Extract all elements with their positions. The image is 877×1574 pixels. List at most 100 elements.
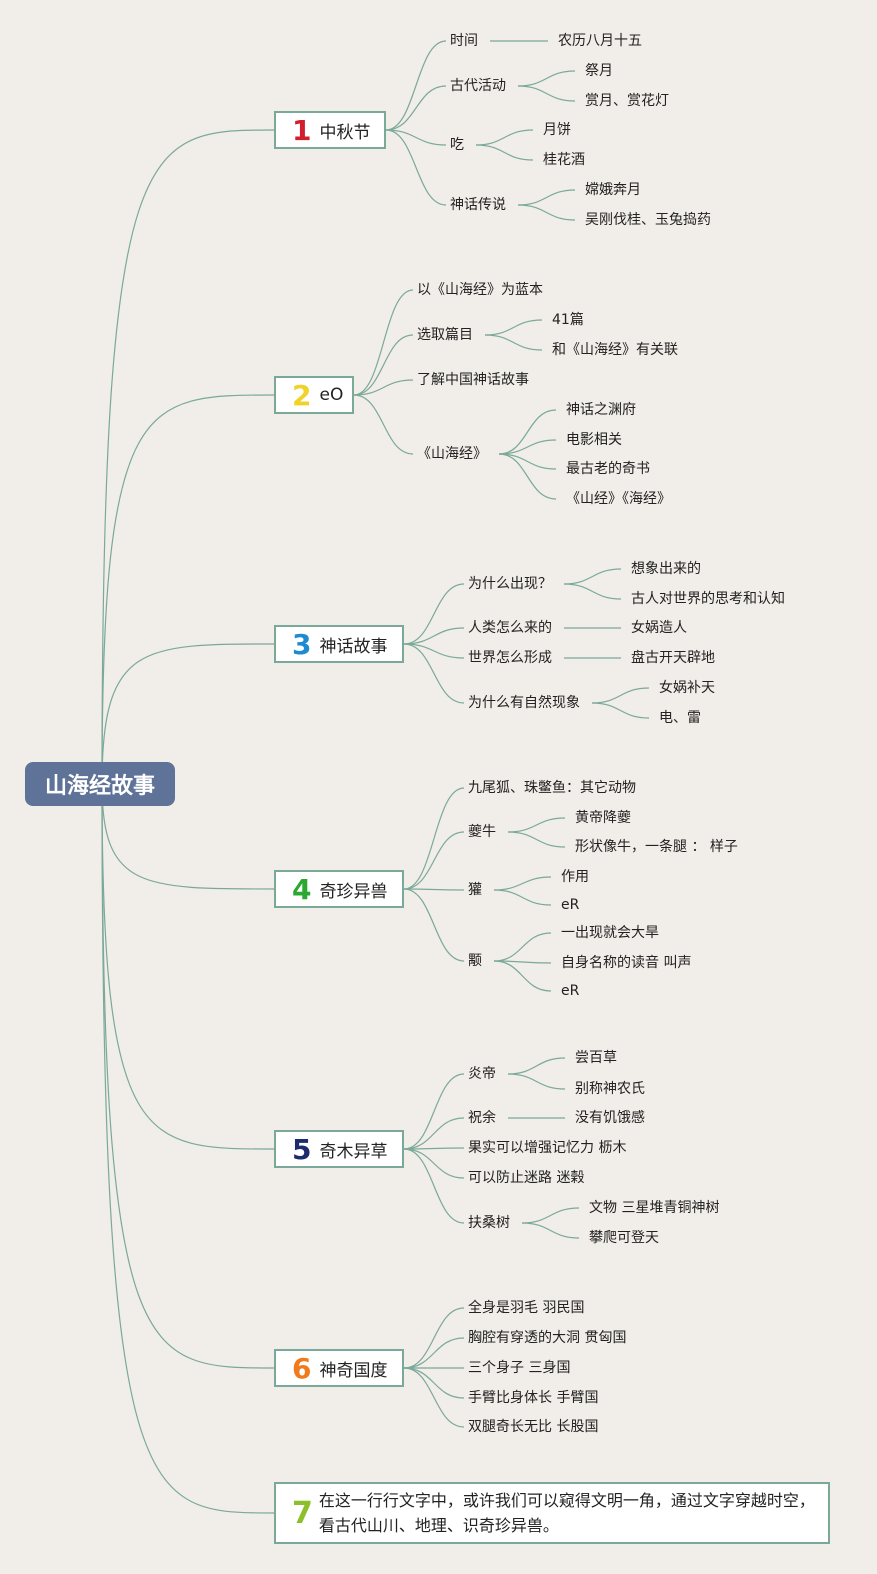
leaf-node[interactable]: 古人对世界的思考和认知	[631, 591, 785, 607]
leaf-node[interactable]: 文物 三星堆青铜神树	[589, 1200, 720, 1216]
connector	[493, 960, 552, 992]
leaf-node[interactable]: eR	[561, 897, 580, 913]
leaf-node[interactable]: 想象出来的	[631, 561, 701, 577]
branch-7-summary[interactable]: 7 在这一行行文字中，或许我们可以窥得文明一角，通过文字穿越时空，看古代山川、地…	[274, 1482, 830, 1544]
leaf-node[interactable]: 41篇	[552, 312, 584, 328]
subtopic-node[interactable]: 选取篇目	[417, 327, 473, 343]
leaf-node[interactable]: 赏月、赏花灯	[585, 93, 669, 109]
connector	[521, 1222, 580, 1239]
subtopic-node[interactable]: 祝余	[468, 1110, 496, 1126]
subtopic-node[interactable]: 獾	[468, 882, 482, 898]
subtopic-node[interactable]: 手臂比身体长 手臂国	[468, 1390, 599, 1406]
leaf-node[interactable]: 电影相关	[566, 432, 622, 448]
subtopic-node[interactable]: 三个身子 三身国	[468, 1360, 571, 1376]
connector	[403, 831, 465, 890]
subtopic-node[interactable]: 古代活动	[450, 78, 506, 94]
branch-label: eO	[319, 385, 344, 405]
connector	[498, 453, 557, 470]
leaf-node[interactable]: 作用	[561, 869, 589, 885]
subtopic-node[interactable]: 可以防止迷路 迷榖	[468, 1170, 585, 1186]
subtopic-node[interactable]: 《山海经》	[417, 446, 487, 462]
leaf-node[interactable]: 没有饥饿感	[575, 1110, 645, 1126]
connector	[498, 409, 557, 455]
leaf-node[interactable]: 祭月	[585, 63, 613, 79]
subtopic-node[interactable]: 神话传说	[450, 197, 506, 213]
leaf-node[interactable]: 女娲补天	[659, 680, 715, 696]
leaf-node[interactable]: 和《山海经》有关联	[552, 342, 678, 358]
subtopic-node[interactable]: 时间	[450, 33, 478, 49]
leaf-node[interactable]: 自身名称的读音 叫声	[561, 955, 692, 971]
leaf-node[interactable]: 月饼	[543, 122, 571, 138]
leaf-node[interactable]: 盘古开天辟地	[631, 650, 715, 666]
branch-number: 6	[292, 1351, 312, 1385]
connector	[484, 319, 543, 336]
leaf-node[interactable]: 尝百草	[575, 1050, 617, 1066]
root-connector	[101, 394, 275, 785]
leaf-node[interactable]: 别称神农氏	[575, 1081, 645, 1097]
leaf-node[interactable]: 电、雷	[659, 710, 701, 726]
root-connector	[101, 643, 275, 785]
connector	[403, 1073, 465, 1150]
subtopic-node[interactable]: 胸腔有穿透的大洞 贯匈国	[468, 1330, 627, 1346]
leaf-node[interactable]: 桂花酒	[543, 152, 585, 168]
connector	[475, 129, 534, 146]
subtopic-node[interactable]: 人类怎么来的	[468, 620, 552, 636]
root-node[interactable]: 山海经故事	[25, 762, 175, 806]
leaf-node[interactable]: eR	[561, 983, 580, 999]
leaf-node[interactable]: 农历八月十五	[558, 33, 642, 49]
connector	[493, 876, 552, 891]
leaf-node[interactable]: 一出现就会大旱	[561, 925, 659, 941]
subtopic-node[interactable]: 吃	[450, 137, 464, 153]
leaf-node[interactable]: 黄帝降夔	[575, 810, 631, 826]
leaf-node[interactable]: 《山经》《海经》	[566, 491, 671, 507]
branch-label: 中秋节	[319, 122, 371, 143]
leaf-node[interactable]: 吴刚伐桂、玉兔捣药	[585, 212, 711, 228]
connector	[403, 627, 465, 645]
connector	[507, 1057, 566, 1075]
leaf-node[interactable]: 攀爬可登天	[589, 1230, 659, 1246]
branch-number: 3	[292, 627, 312, 661]
connector	[353, 334, 414, 396]
leaf-node[interactable]: 女娲造人	[631, 620, 687, 636]
connector	[403, 1148, 465, 1179]
root-connector	[101, 129, 275, 785]
subtopic-node[interactable]: 了解中国神话故事	[417, 372, 529, 388]
connector	[403, 888, 465, 891]
connector	[403, 888, 465, 962]
branch-number: 2	[292, 378, 312, 412]
subtopic-node[interactable]: 夔牛	[468, 824, 496, 840]
subtopic-node[interactable]: 世界怎么形成	[468, 650, 552, 666]
connector	[563, 568, 622, 585]
connector	[403, 787, 465, 890]
connector	[403, 1307, 465, 1369]
branch-label: 奇木异草	[319, 1141, 388, 1162]
leaf-node[interactable]: 形状像牛，一条腿 ： 样子	[575, 839, 738, 855]
connector	[385, 85, 447, 131]
subtopic-node[interactable]: 扶桑树	[468, 1215, 510, 1231]
subtopic-node[interactable]: 为什么出现？	[468, 576, 552, 592]
leaf-node[interactable]: 嫦娥奔月	[585, 182, 641, 198]
connector	[403, 1367, 465, 1428]
subtopic-node[interactable]: 双腿奇长无比 长股国	[468, 1419, 599, 1435]
connector	[493, 889, 552, 906]
connector	[385, 40, 447, 131]
connector	[507, 831, 566, 848]
subtopic-node[interactable]: 果实可以增强记忆力 枥木	[468, 1140, 627, 1156]
subtopic-node[interactable]: 以《山海经》为蓝本	[417, 282, 543, 298]
connector	[403, 1117, 465, 1150]
leaf-node[interactable]: 最古老的奇书	[566, 461, 650, 477]
subtopic-node[interactable]: 炎帝	[468, 1066, 496, 1082]
leaf-node[interactable]: 神话之渊府	[566, 402, 636, 418]
subtopic-node[interactable]: 颙	[468, 953, 482, 969]
subtopic-node[interactable]: 为什么有自然现象	[468, 695, 580, 711]
connector	[498, 439, 557, 455]
subtopic-node[interactable]: 全身是羽毛 羽民国	[468, 1300, 585, 1316]
branch-2[interactable]: 2 eO	[274, 376, 354, 414]
connector	[591, 687, 650, 704]
subtopic-node[interactable]: 九尾狐、珠鳖鱼：其它动物	[468, 780, 636, 796]
